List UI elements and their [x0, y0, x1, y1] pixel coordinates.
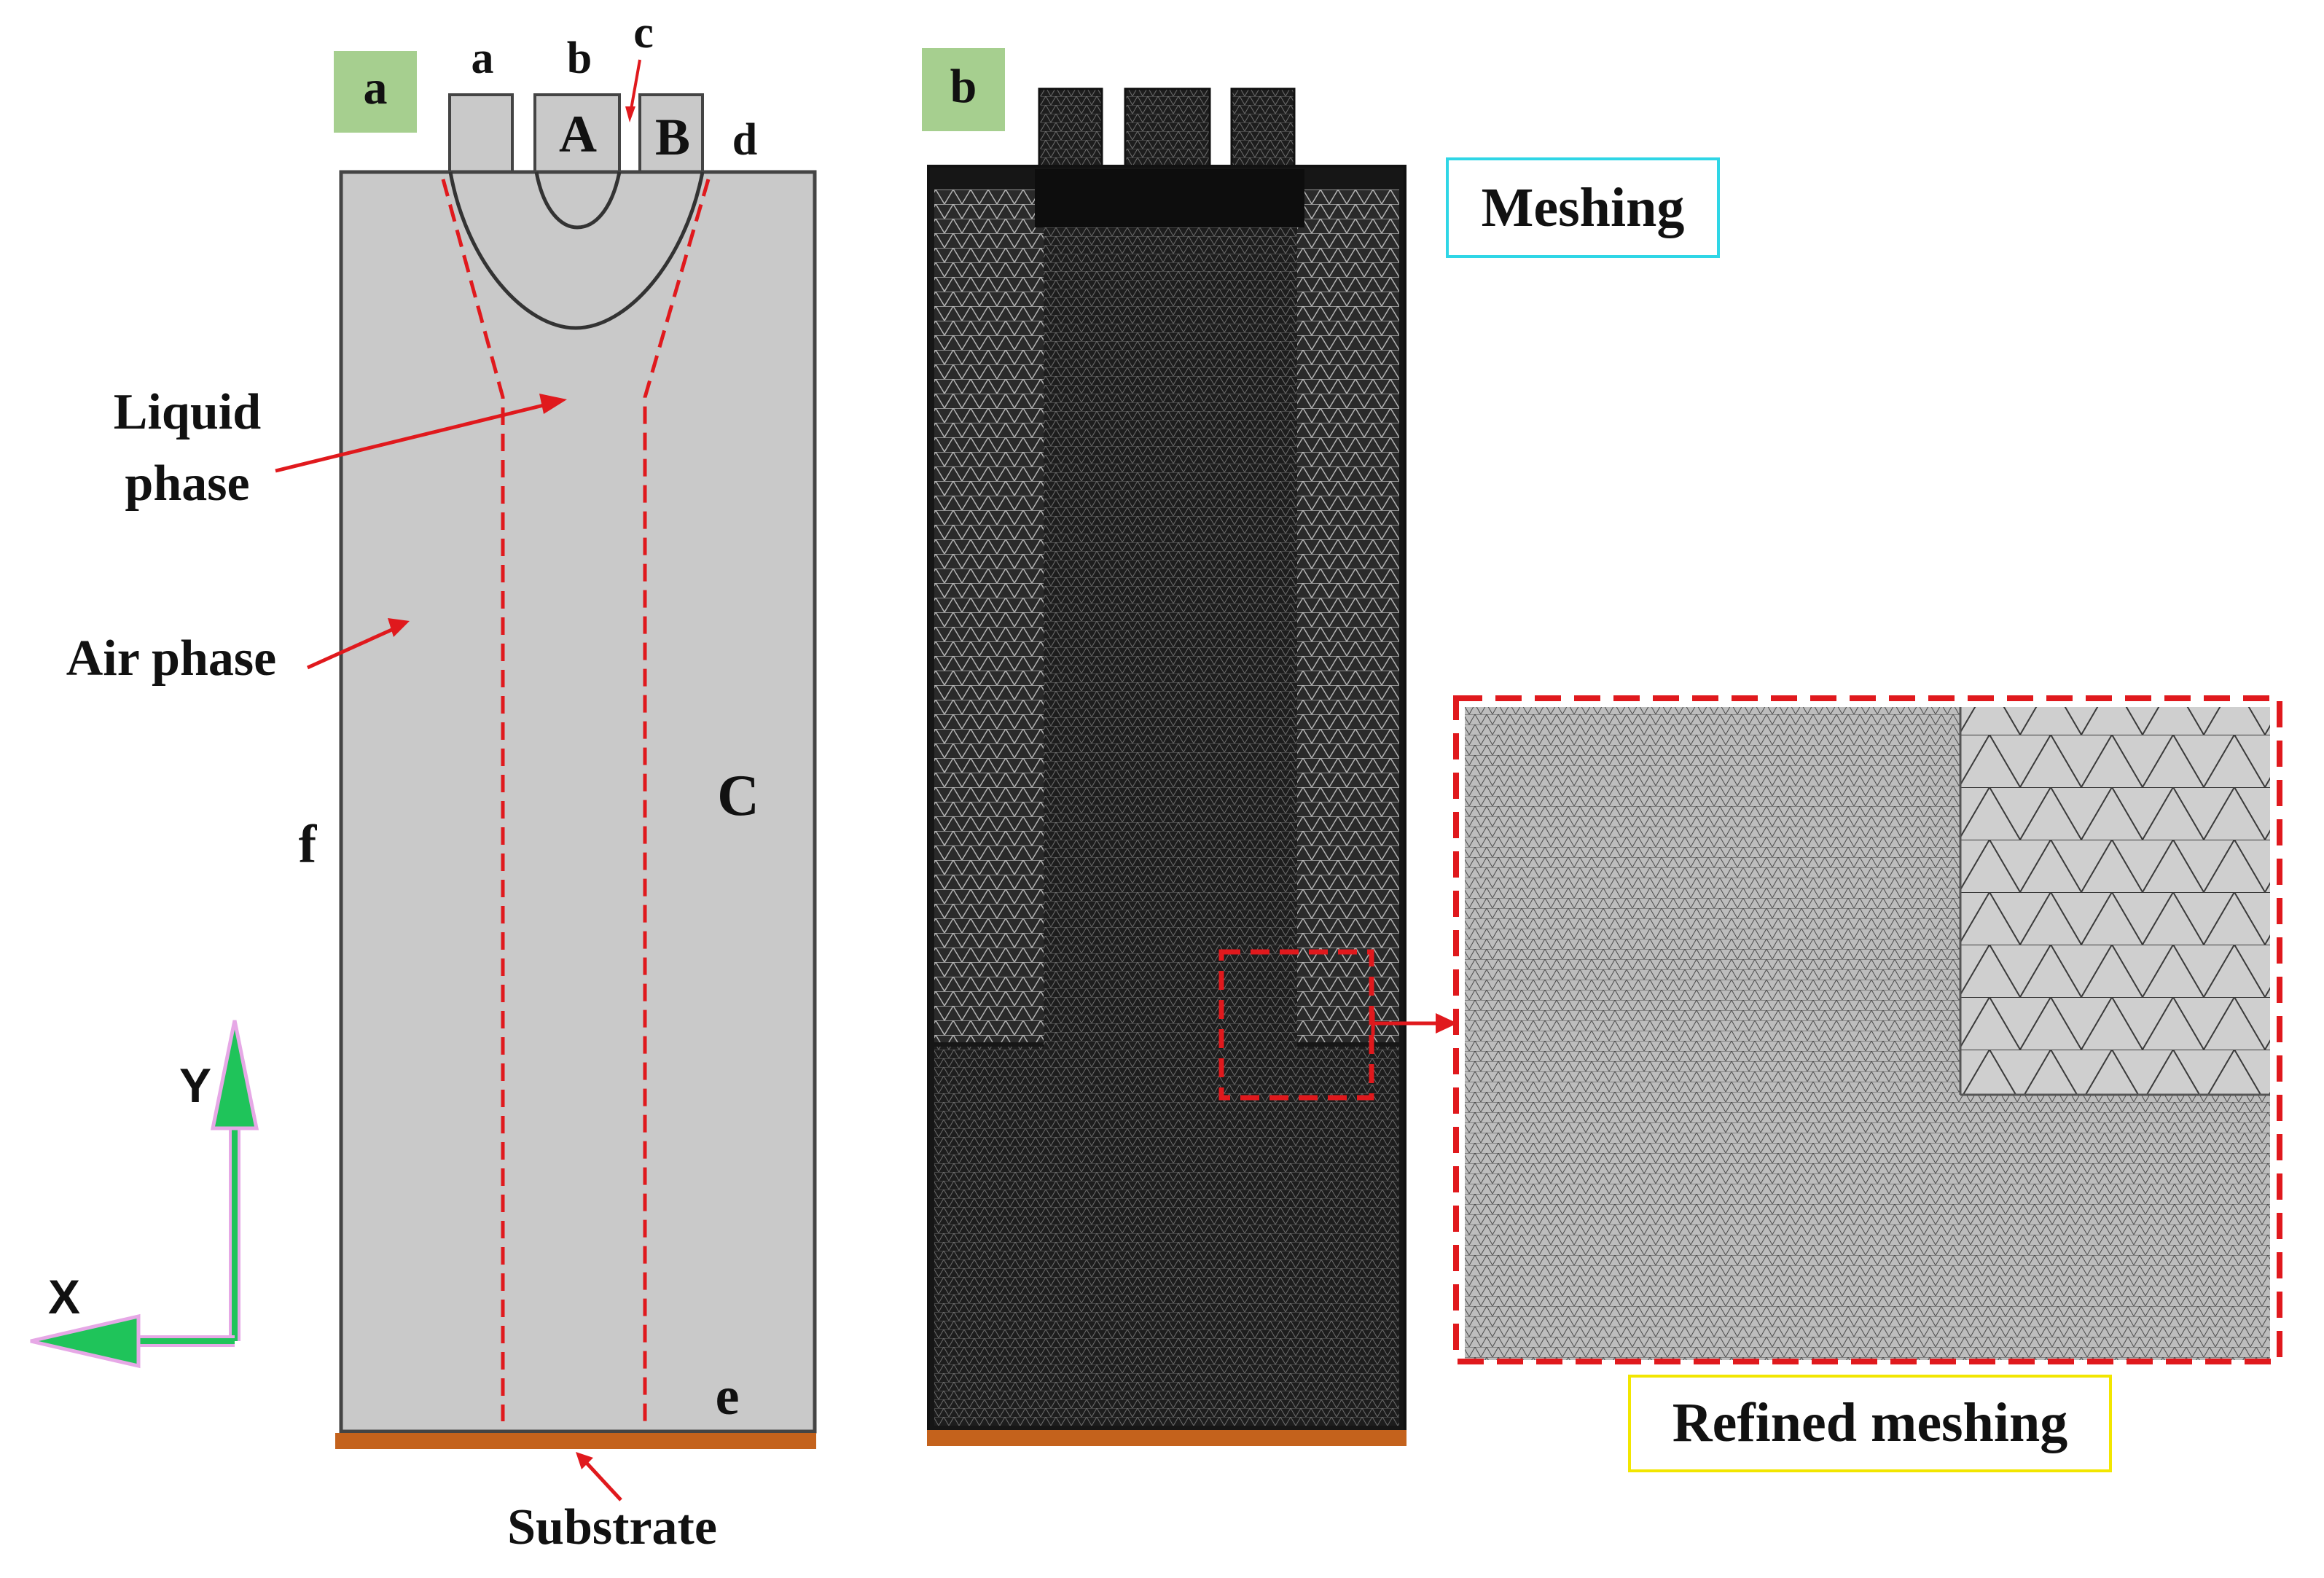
inlet-label-d: d	[732, 115, 757, 165]
panel-b: b Meshing	[922, 48, 2282, 1472]
jet-boundary-right	[643, 179, 711, 1421]
c-pointer-arrow	[630, 59, 641, 110]
axis-label-y: Y	[179, 1058, 211, 1112]
jet-boundary-left	[441, 179, 505, 1421]
mesh-inlet-a	[1038, 87, 1103, 169]
refined-meshing-label: Refined meshing	[1672, 1392, 2068, 1453]
refined-mesh-coarse-region	[1960, 707, 2270, 1095]
inlet-b	[533, 93, 621, 175]
mesh-top-dense	[1035, 169, 1304, 227]
air-domain	[339, 170, 817, 1434]
liquid-phase-arrow	[275, 402, 547, 473]
interface-curve-outer	[448, 171, 705, 330]
region-label-C: C	[717, 764, 759, 828]
panel-a-badge	[334, 51, 417, 133]
substrate-arrowhead	[576, 1452, 593, 1469]
panel-a: a a b c d A B C e f Liquid phase	[30, 8, 817, 1555]
mesh-inlet-c	[1230, 87, 1296, 169]
refined-mesh-frame	[1453, 695, 2282, 1364]
refined-label-box	[1628, 1375, 2112, 1472]
liquid-phase-label-1: Liquid	[114, 384, 261, 440]
x-axis-arrowhead	[30, 1313, 141, 1369]
substrate-arrow	[583, 1459, 622, 1501]
panel-b-badge-text: b	[950, 60, 977, 113]
region-label-A: A	[559, 105, 597, 163]
axis-label-x: X	[48, 1270, 80, 1324]
inlet-a	[448, 93, 514, 175]
inlet-label-b: b	[567, 34, 592, 83]
boundary-label-f: f	[299, 815, 318, 875]
air-phase-arrowhead	[388, 618, 410, 637]
axes-icon	[30, 1020, 259, 1369]
liquid-phase-label-2: phase	[125, 456, 249, 512]
air-phase-arrow	[306, 626, 396, 670]
substrate-label: Substrate	[507, 1499, 717, 1555]
air-phase-label: Air phase	[66, 630, 276, 687]
panel-b-badge	[922, 48, 1005, 131]
region-label-B: B	[655, 108, 690, 166]
mesh-jet-core	[1044, 172, 1297, 1047]
mesh-inlet-b	[1124, 87, 1211, 169]
interface-curve-inner	[534, 171, 622, 230]
refined-mesh-zoom	[1465, 707, 2270, 1360]
boundary-label-e: e	[716, 1367, 740, 1426]
panel-a-badge-text: a	[364, 61, 388, 114]
inlet-label-a: a	[472, 34, 494, 83]
c-pointer-arrowhead	[625, 106, 635, 122]
liquid-phase-arrowhead	[539, 394, 567, 414]
substrate-bar-a	[335, 1433, 816, 1449]
inlet-label-c: c	[633, 8, 654, 58]
mesh-side-left	[934, 190, 1044, 1042]
meshing-label-box	[1446, 157, 1720, 258]
mesh-bottom-region	[934, 1047, 1399, 1426]
zoom-connector-arrowhead	[1436, 1013, 1458, 1034]
mesh-side-right	[1297, 190, 1399, 1042]
meshing-label: Meshing	[1482, 177, 1685, 238]
inlet-c	[638, 93, 704, 175]
substrate-bar-b	[927, 1430, 1406, 1446]
y-axis-arrowhead	[210, 1020, 259, 1130]
